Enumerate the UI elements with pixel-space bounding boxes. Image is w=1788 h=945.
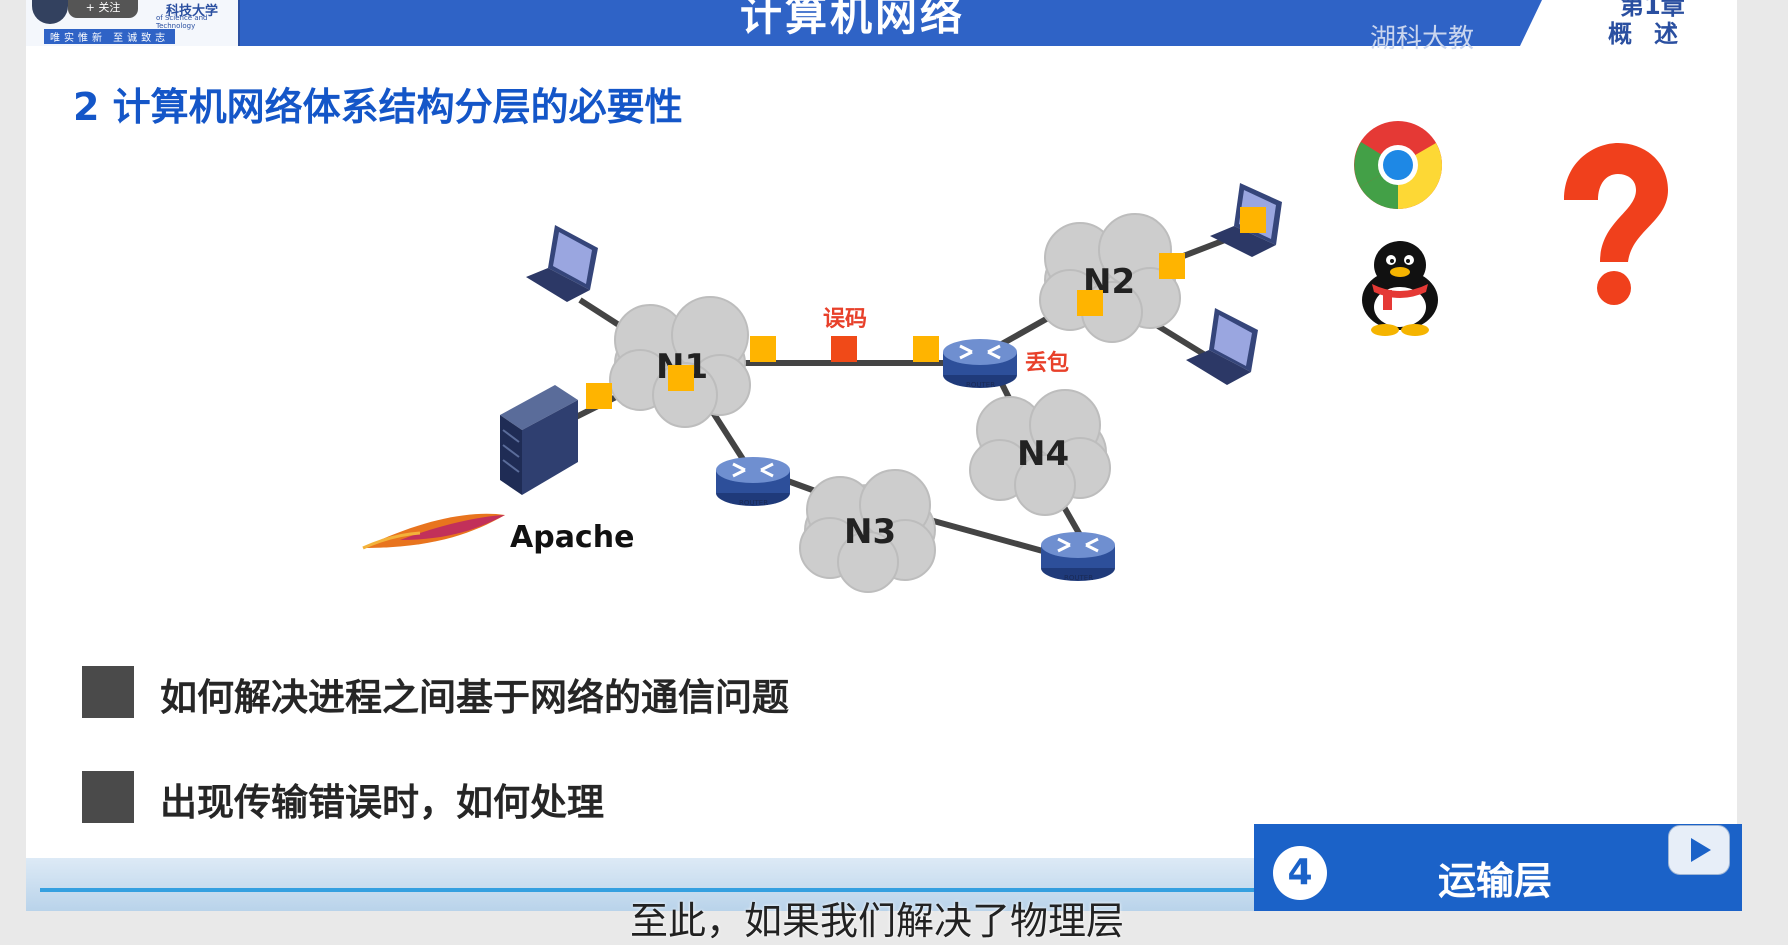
error-packet-square (831, 336, 857, 362)
laptop-icon (526, 225, 598, 302)
router-label: ROUTER (1064, 574, 1093, 582)
error-label: 误码 (823, 307, 867, 332)
router-label: ROUTER (739, 499, 768, 507)
network-label-n3: N3 (844, 512, 896, 552)
bullet-text: 出现传输错误时，如何处理 (160, 772, 604, 826)
chrome-icon (1354, 121, 1442, 209)
router-icon: ROUTER (943, 339, 1017, 389)
question-mark-icon (1564, 143, 1668, 305)
router-label: ROUTER (966, 381, 995, 389)
packet-square (1159, 253, 1185, 279)
bullet-square (82, 771, 134, 823)
chapter-card-title: 运输层 (1438, 850, 1552, 905)
chapter-number-badge: 4 (1273, 846, 1327, 900)
bullet-square (82, 666, 134, 718)
router-icon: ROUTER (1041, 532, 1115, 582)
play-icon (1691, 838, 1711, 862)
bullet-text: 如何解决进程之间基于网络的通信问题 (160, 667, 789, 721)
router-icon: ROUTER (716, 457, 790, 507)
apache-feather-icon (363, 514, 505, 548)
packet-square (913, 336, 939, 362)
packet-square (1240, 207, 1266, 233)
packet-square (1077, 290, 1103, 316)
video-subtitle: 至此，如果我们解决了物理层 (630, 890, 1124, 945)
packet-square (668, 365, 694, 391)
qq-penguin-icon (1362, 241, 1438, 336)
server-icon (500, 385, 578, 495)
packet-loss-label: 丢包 (1025, 350, 1069, 376)
packet-square (750, 336, 776, 362)
apache-label: Apache (510, 520, 634, 555)
network-label-n4: N4 (1017, 434, 1069, 474)
packet-square (586, 383, 612, 409)
play-button[interactable] (1668, 825, 1730, 875)
